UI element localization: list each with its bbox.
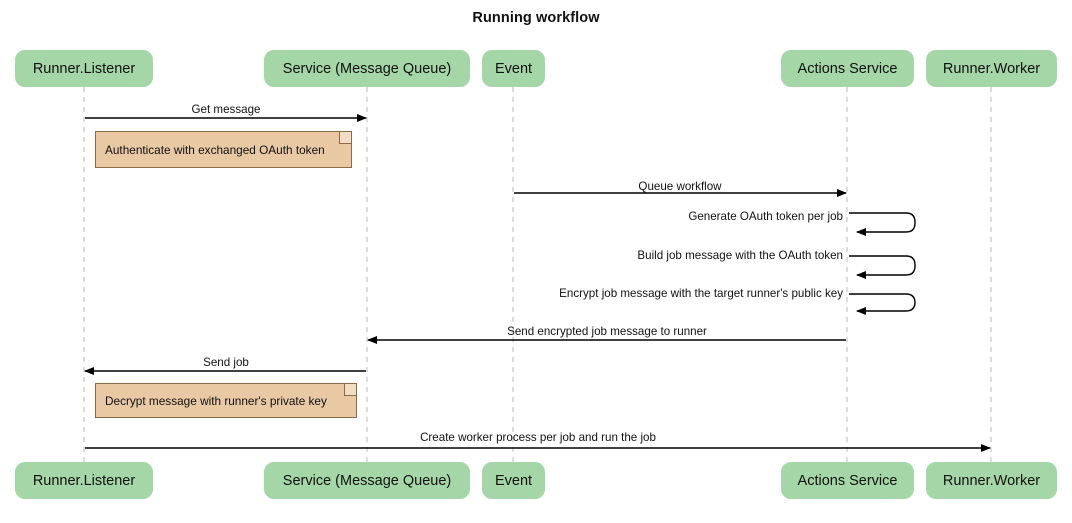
message-label-generate-oauth-token-per-job: Generate OAuth token per job <box>688 210 843 223</box>
message-label-build-job-message-with-the-oauth-token: Build job message with the OAuth token <box>637 249 843 262</box>
message-label-get-message: Get message <box>191 103 261 116</box>
lifelines-group <box>83 87 992 462</box>
note-text: Authenticate with exchanged OAuth token <box>105 142 325 157</box>
participant-label: Event <box>494 60 533 77</box>
participant-header-service-message-queue[interactable]: Service (Message Queue) <box>264 50 470 87</box>
participant-label: Service (Message Queue) <box>282 60 452 77</box>
message-label-send-encrypted-job-message-to-runner: Send encrypted job message to runner <box>507 325 707 338</box>
note-fold-corner-icon <box>339 132 351 144</box>
note-decrypt-message-with-runners-private-key: Decrypt message with runner's private ke… <box>95 383 357 418</box>
message-label-create-worker-process-per-job-and-run-the-job: Create worker process per job and run th… <box>420 431 656 444</box>
self-message-generate-oauth-token-per-job <box>849 212 916 236</box>
participant-label: Runner.Worker <box>942 60 1041 77</box>
participant-label: Runner.Listener <box>32 472 136 489</box>
participant-footer-event[interactable]: Event <box>482 462 545 499</box>
participant-label: Runner.Worker <box>942 472 1041 489</box>
participant-label: Actions Service <box>797 60 898 77</box>
participant-label: Event <box>494 472 533 489</box>
participant-header-runner-worker[interactable]: Runner.Worker <box>926 50 1057 87</box>
note-text: Decrypt message with runner's private ke… <box>105 393 327 408</box>
participant-header-actions-service[interactable]: Actions Service <box>781 50 914 87</box>
self-message-build-job-message-with-the-oauth-token <box>849 255 916 279</box>
note-authenticate-with-exchanged-oauth-token: Authenticate with exchanged OAuth token <box>95 131 352 168</box>
participant-label: Runner.Listener <box>32 60 136 77</box>
participant-footer-actions-service[interactable]: Actions Service <box>781 462 914 499</box>
self-message-encrypt-job-message-with-the-target-runners-public-key <box>849 293 916 315</box>
participant-footer-runner-listener[interactable]: Runner.Listener <box>15 462 153 499</box>
note-fold-corner-icon <box>344 384 356 396</box>
message-arrows-group <box>84 114 991 452</box>
participant-footer-runner-worker[interactable]: Runner.Worker <box>926 462 1057 499</box>
participant-label: Service (Message Queue) <box>282 472 452 489</box>
message-label-encrypt-job-message-with-the-target-runners-public-key: Encrypt job message with the target runn… <box>559 287 843 300</box>
participant-footer-service-message-queue[interactable]: Service (Message Queue) <box>264 462 470 499</box>
message-label-queue-workflow: Queue workflow <box>638 180 722 193</box>
participant-header-runner-listener[interactable]: Runner.Listener <box>15 50 153 87</box>
page-title: Running workflow <box>472 10 600 26</box>
participant-label: Actions Service <box>797 472 898 489</box>
message-label-send-job: Send job <box>203 356 249 369</box>
participant-header-event[interactable]: Event <box>482 50 545 87</box>
